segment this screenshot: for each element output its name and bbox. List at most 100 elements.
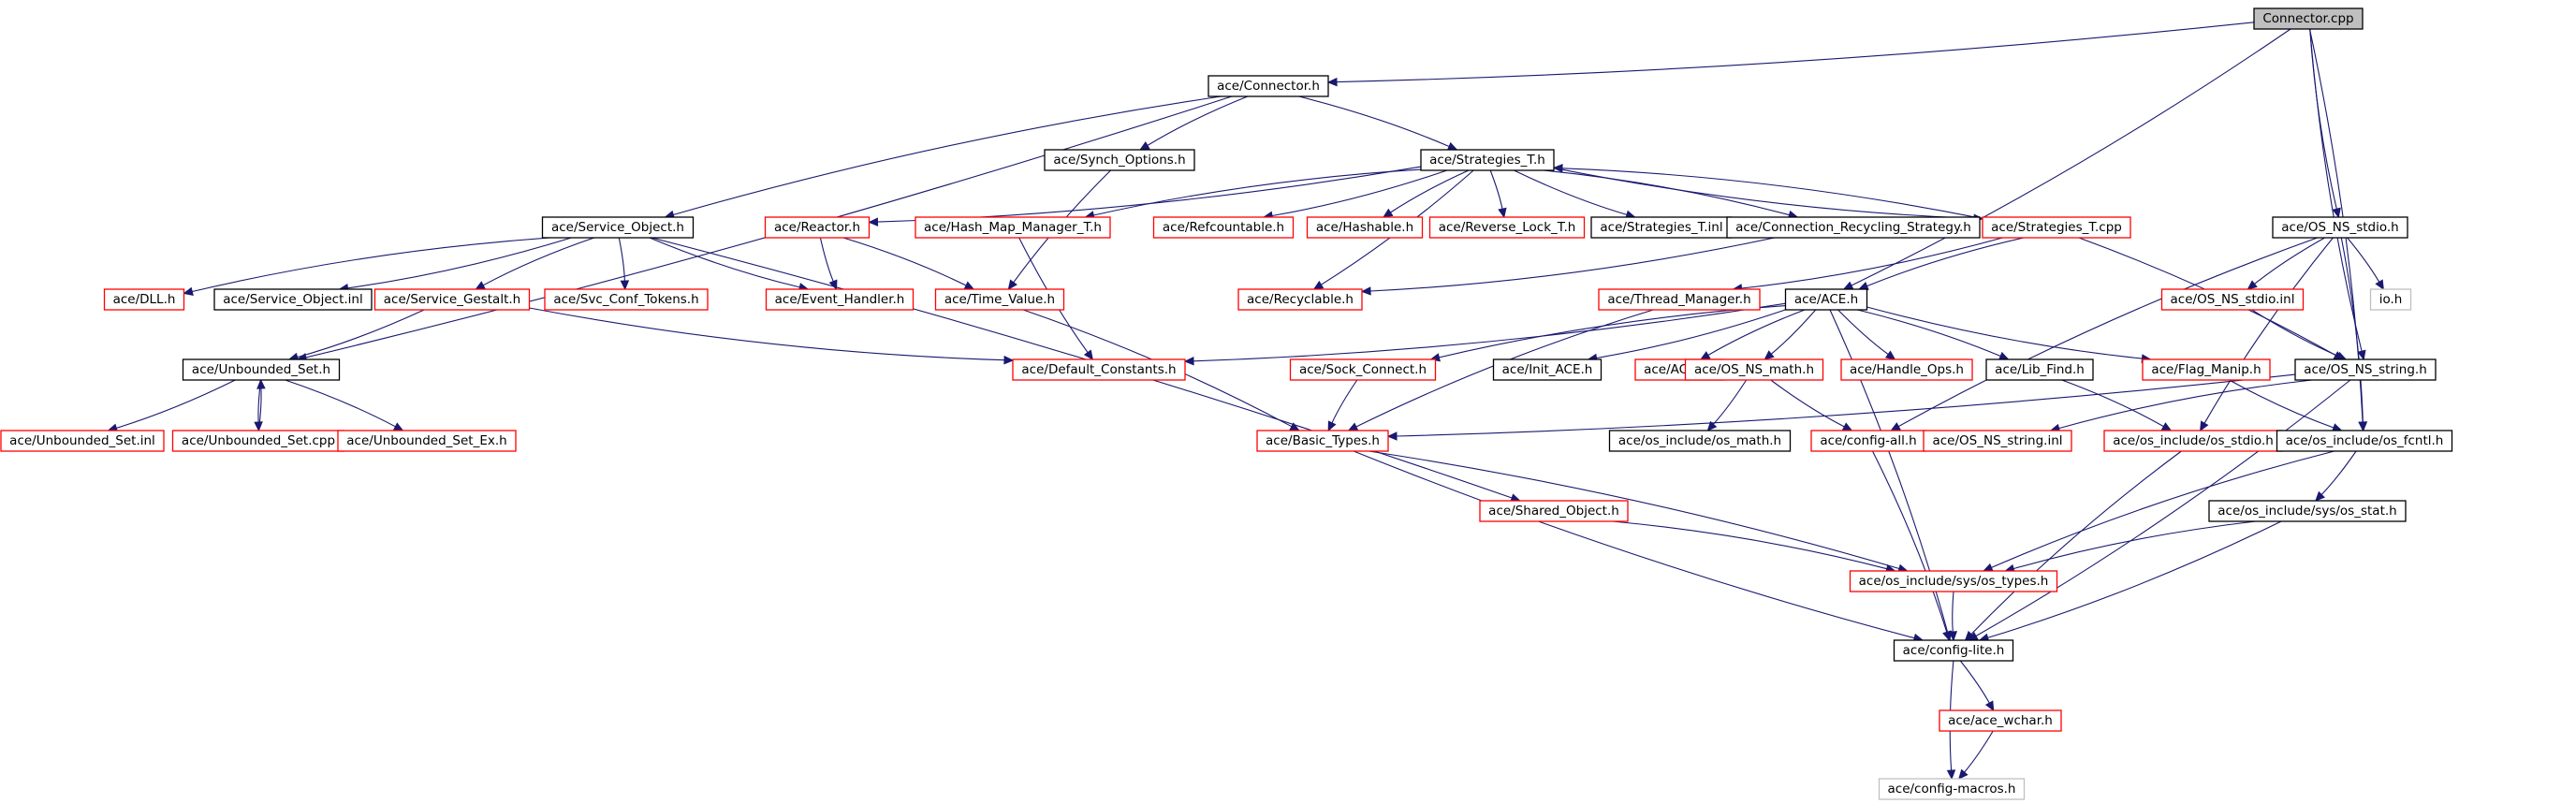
edge-line	[673, 95, 1222, 216]
node-ace-reactor-h[interactable]: ace/Reactor.h	[764, 216, 871, 239]
edge-ace-service-object-h-to-ace-dll-h	[183, 237, 550, 297]
edge-ace-basic-types-h-to-ace-config-lite-h	[1353, 450, 1925, 643]
node-ace-os-ns-stdio-inl[interactable]: ace/OS_NS_stdio.inl	[2160, 288, 2305, 311]
node-ace-dll-h[interactable]: ace/DLL.h	[103, 288, 185, 311]
node-label: ace/Service_Object.inl	[223, 292, 363, 307]
node-ace-ace-wchar-h[interactable]: ace/ace_wchar.h	[1939, 709, 2062, 732]
node-box	[1878, 778, 2026, 800]
node-connector-cpp[interactable]: Connector.cpp	[2253, 7, 2364, 30]
node-label: ace/Sock_Connect.h	[1299, 362, 1427, 377]
node-box	[373, 288, 531, 311]
edge-line	[1897, 237, 2318, 428]
node-ace-reverse-lock-t-h[interactable]: ace/Reverse_Lock_T.h	[1428, 216, 1586, 239]
node-label: ace/Unbounded_Set.h	[192, 362, 330, 377]
node-ace-strategies-t-inl[interactable]: ace/Strategies_T.inl	[1590, 216, 1733, 239]
node-ace-hashable-h[interactable]: ace/Hashable.h	[1306, 216, 1424, 239]
node-ace-os-include-sys-os-types-h[interactable]: ace/os_include/sys/os_types.h	[1849, 570, 2058, 592]
node-box	[1684, 358, 1824, 381]
edge-connector-cpp-to-ace-os-ns-stdio-h	[2309, 28, 2341, 219]
edge-line	[1770, 379, 1845, 428]
node-ace-os-include-sys-os-stat-h[interactable]: ace/os_include/sys/os_stat.h	[2208, 500, 2407, 522]
edge-ace-os-include-os-stdio-h-to-ace-config-lite-h	[1964, 450, 2182, 641]
node-ace-config-macros-h[interactable]: ace/config-macros.h	[1878, 778, 2026, 800]
node-ace-os-ns-string-inl[interactable]: ace/OS_NS_string.inl	[1923, 430, 2072, 452]
node-ace-os-ns-stdio-h[interactable]: ace/OS_NS_stdio.h	[2272, 216, 2408, 239]
node-ace-sock-connect-h[interactable]: ace/Sock_Connect.h	[1289, 358, 1437, 381]
node-ace-os-include-os-fcntl-h[interactable]: ace/os_include/os_fcntl.h	[2276, 430, 2453, 452]
node-label: ace/Unbounded_Set.inl	[9, 433, 155, 448]
edge-arrowhead	[254, 421, 263, 432]
node-ace-event-handler-h[interactable]: ace/Event_Handler.h	[765, 288, 915, 311]
node-ace-config-all-h[interactable]: ace/config-all.h	[1810, 430, 1926, 452]
edge-line	[1952, 591, 1954, 633]
edge-arrowhead	[392, 422, 404, 431]
node-ace-thread-manager-h[interactable]: ace/Thread_Manager.h	[1598, 288, 1761, 311]
node-ace-synch-options-h[interactable]: ace/Synch_Options.h	[1044, 149, 1195, 171]
edge-arrowhead	[2160, 422, 2173, 431]
edge-ace-reactor-h-to-ace-time-value-h	[842, 237, 975, 290]
node-label: ace/OS_NS_stdio.h	[2281, 220, 2398, 235]
node-label: ace/Service_Object.h	[551, 220, 684, 235]
node-ace-hash-map-manager-t-h[interactable]: ace/Hash_Map_Manager_T.h	[915, 216, 1111, 239]
node-ace-unbounded-set-ex-h[interactable]: ace/Unbounded_Set_Ex.h	[337, 430, 517, 452]
node-ace-os-include-os-math-h[interactable]: ace/os_include/os_math.h	[1608, 430, 1792, 452]
node-label: ace/config-all.h	[1820, 433, 1916, 448]
edge-ace-strategies-t-h-to-ace-strategies-t-cpp	[1553, 167, 1984, 224]
node-ace-os-include-os-stdio-h[interactable]: ace/os_include/os_stdio.h	[2103, 430, 2283, 452]
edge-ace-flag-manip-h-to-ace-os-include-os-fcntl-h	[2229, 379, 2343, 432]
node-box	[1985, 358, 2094, 381]
node-label: ace/os_include/sys/os_types.h	[1859, 574, 2049, 589]
edge-arrowhead	[1007, 279, 1017, 290]
node-ace-service-object-inl[interactable]: ace/Service_Object.inl	[213, 288, 373, 311]
node-ace-refcountable-h[interactable]: ace/Refcountable.h	[1152, 216, 1295, 239]
edge-arrowhead	[1326, 77, 1338, 87]
node-ace-connector-h[interactable]: ace/Connector.h	[1208, 75, 1329, 97]
edge-line	[1561, 168, 1983, 220]
node-ace-svc-conf-tokens-h[interactable]: ace/Svc_Conf_Tokens.h	[544, 288, 709, 311]
node-ace-lib-find-h[interactable]: ace/Lib_Find.h	[1985, 358, 2094, 381]
node-ace-ace-h[interactable]: ace/ACE.h	[1784, 288, 1868, 311]
edge-arrowhead	[1552, 164, 1563, 173]
node-box	[2276, 430, 2453, 452]
edge-arrowhead	[1706, 420, 1718, 431]
node-ace-time-value-h[interactable]: ace/Time_Value.h	[934, 288, 1065, 311]
edge-ace-service-gestalt-h-to-ace-unbounded-set-h	[287, 309, 425, 362]
node-box	[2160, 288, 2305, 311]
node-ace-connection-recycling-strategy-h[interactable]: ace/Connection_Recycling_Strategy.h	[1726, 216, 1981, 239]
node-label: ace/Handle_Ops.h	[1850, 362, 1964, 377]
node-ace-handle-ops-h[interactable]: ace/Handle_Ops.h	[1840, 358, 1973, 381]
node-ace-unbounded-set-cpp[interactable]: ace/Unbounded_Set.cpp	[171, 430, 345, 452]
node-ace-strategies-t-h[interactable]: ace/Strategies_T.h	[1420, 149, 1555, 171]
node-label: ace/Unbounded_Set.cpp	[182, 433, 335, 448]
node-ace-recyclable-h[interactable]: ace/Recyclable.h	[1237, 288, 1363, 311]
node-ace-default-constants-h[interactable]: ace/Default_Constants.h	[1012, 358, 1186, 381]
node-ace-os-ns-math-h[interactable]: ace/OS_NS_math.h	[1684, 358, 1824, 381]
edge-arrowhead	[1884, 350, 1896, 360]
node-ace-init-ace-h[interactable]: ace/Init_ACE.h	[1492, 358, 1603, 381]
node-ace-flag-manip-h[interactable]: ace/Flag_Manip.h	[2142, 358, 2271, 381]
node-label: ace/Service_Gestalt.h	[384, 292, 520, 307]
node-ace-strategies-t-cpp[interactable]: ace/Strategies_T.cpp	[1982, 216, 2131, 239]
node-ace-os-ns-string-h[interactable]: ace/OS_NS_string.h	[2294, 358, 2437, 381]
node-ace-service-gestalt-h[interactable]: ace/Service_Gestalt.h	[373, 288, 531, 311]
edge-line	[2058, 379, 2313, 430]
edge-ace-os-ns-stdio-h-to-ace-os-ns-stdio-inl	[2247, 237, 2325, 290]
edge-line	[2254, 237, 2325, 285]
node-io-h[interactable]: io.h	[2369, 288, 2412, 311]
edge-arrowhead	[1984, 700, 1995, 712]
edge-arrowhead	[1183, 357, 1194, 366]
node-label: ace/Event_Handler.h	[775, 292, 905, 307]
node-ace-config-lite-h[interactable]: ace/config-lite.h	[1893, 639, 2014, 662]
edge-ace-connector-h-to-ace-synch-options-h	[1139, 95, 1249, 151]
edge-ace-strategies-t-h-to-ace-strategies-t-inl	[1514, 169, 1636, 219]
edge-arrowhead	[1998, 351, 2010, 360]
edge-line	[1612, 520, 1887, 570]
node-ace-unbounded-set-inl[interactable]: ace/Unbounded_Set.inl	[0, 430, 165, 452]
node-ace-basic-types-h[interactable]: ace/Basic_Types.h	[1256, 430, 1389, 452]
edge-line	[1975, 379, 2351, 636]
node-ace-shared-object-h[interactable]: ace/Shared_Object.h	[1479, 500, 1629, 522]
edge-ace-os-ns-math-h-to-ace-config-all-h	[1770, 379, 1853, 431]
node-ace-unbounded-set-h[interactable]: ace/Unbounded_Set.h	[182, 358, 341, 381]
node-ace-service-object-h[interactable]: ace/Service_Object.h	[541, 216, 695, 239]
node-label: ace/ace_wchar.h	[1948, 713, 2053, 728]
